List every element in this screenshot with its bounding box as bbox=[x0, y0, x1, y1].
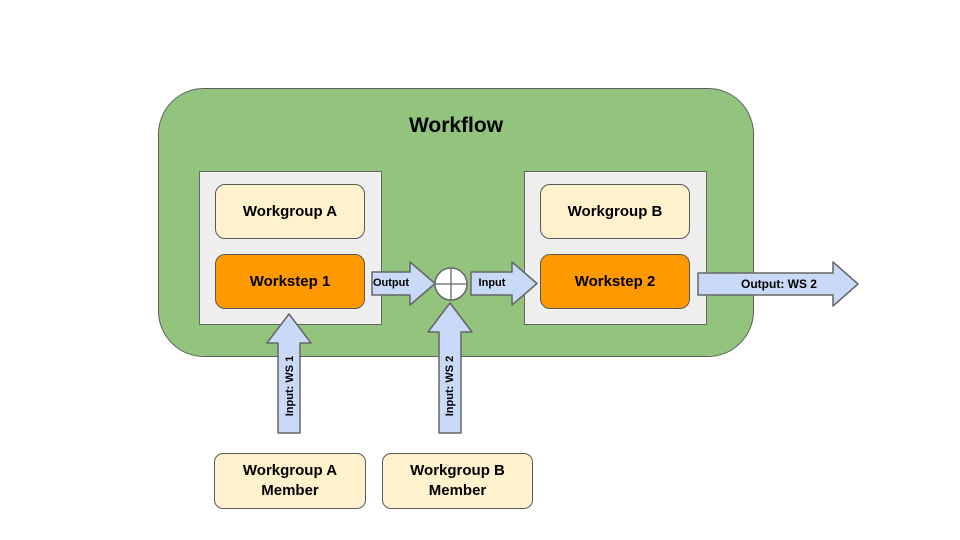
node-workstep-2: Workstep 2 bbox=[540, 254, 690, 309]
node-workgroup-b-label: Workgroup B bbox=[567, 203, 663, 220]
node-workgroup-a-label: Workgroup A bbox=[242, 203, 338, 220]
node-workgroup-b: Workgroup B bbox=[540, 184, 690, 239]
member-a-line2: Member bbox=[261, 482, 319, 499]
output-arrow-label: Output bbox=[372, 277, 410, 289]
member-a-line1: Workgroup A bbox=[242, 462, 338, 479]
node-workgroup-a: Workgroup A bbox=[215, 184, 365, 239]
node-workstep-1-label: Workstep 1 bbox=[249, 273, 331, 290]
output-ws2-arrow-label: Output: WS 2 bbox=[741, 277, 817, 291]
member-b-line2: Member bbox=[428, 482, 487, 499]
input-ws2-arrow-label: Input: WS 2 bbox=[444, 355, 456, 417]
workflow-title: Workflow bbox=[408, 114, 504, 137]
node-workstep-2-label: Workstep 2 bbox=[574, 273, 656, 290]
member-b-line1: Workgroup B bbox=[410, 462, 505, 479]
node-workgroup-a-member: Workgroup A Member bbox=[214, 453, 366, 509]
input-ws1-arrow-label: Input: WS 1 bbox=[284, 355, 296, 417]
node-workstep-1: Workstep 1 bbox=[215, 254, 365, 309]
input-arrow-label: Input bbox=[478, 277, 506, 289]
node-workgroup-b-member: Workgroup B Member bbox=[382, 453, 533, 509]
